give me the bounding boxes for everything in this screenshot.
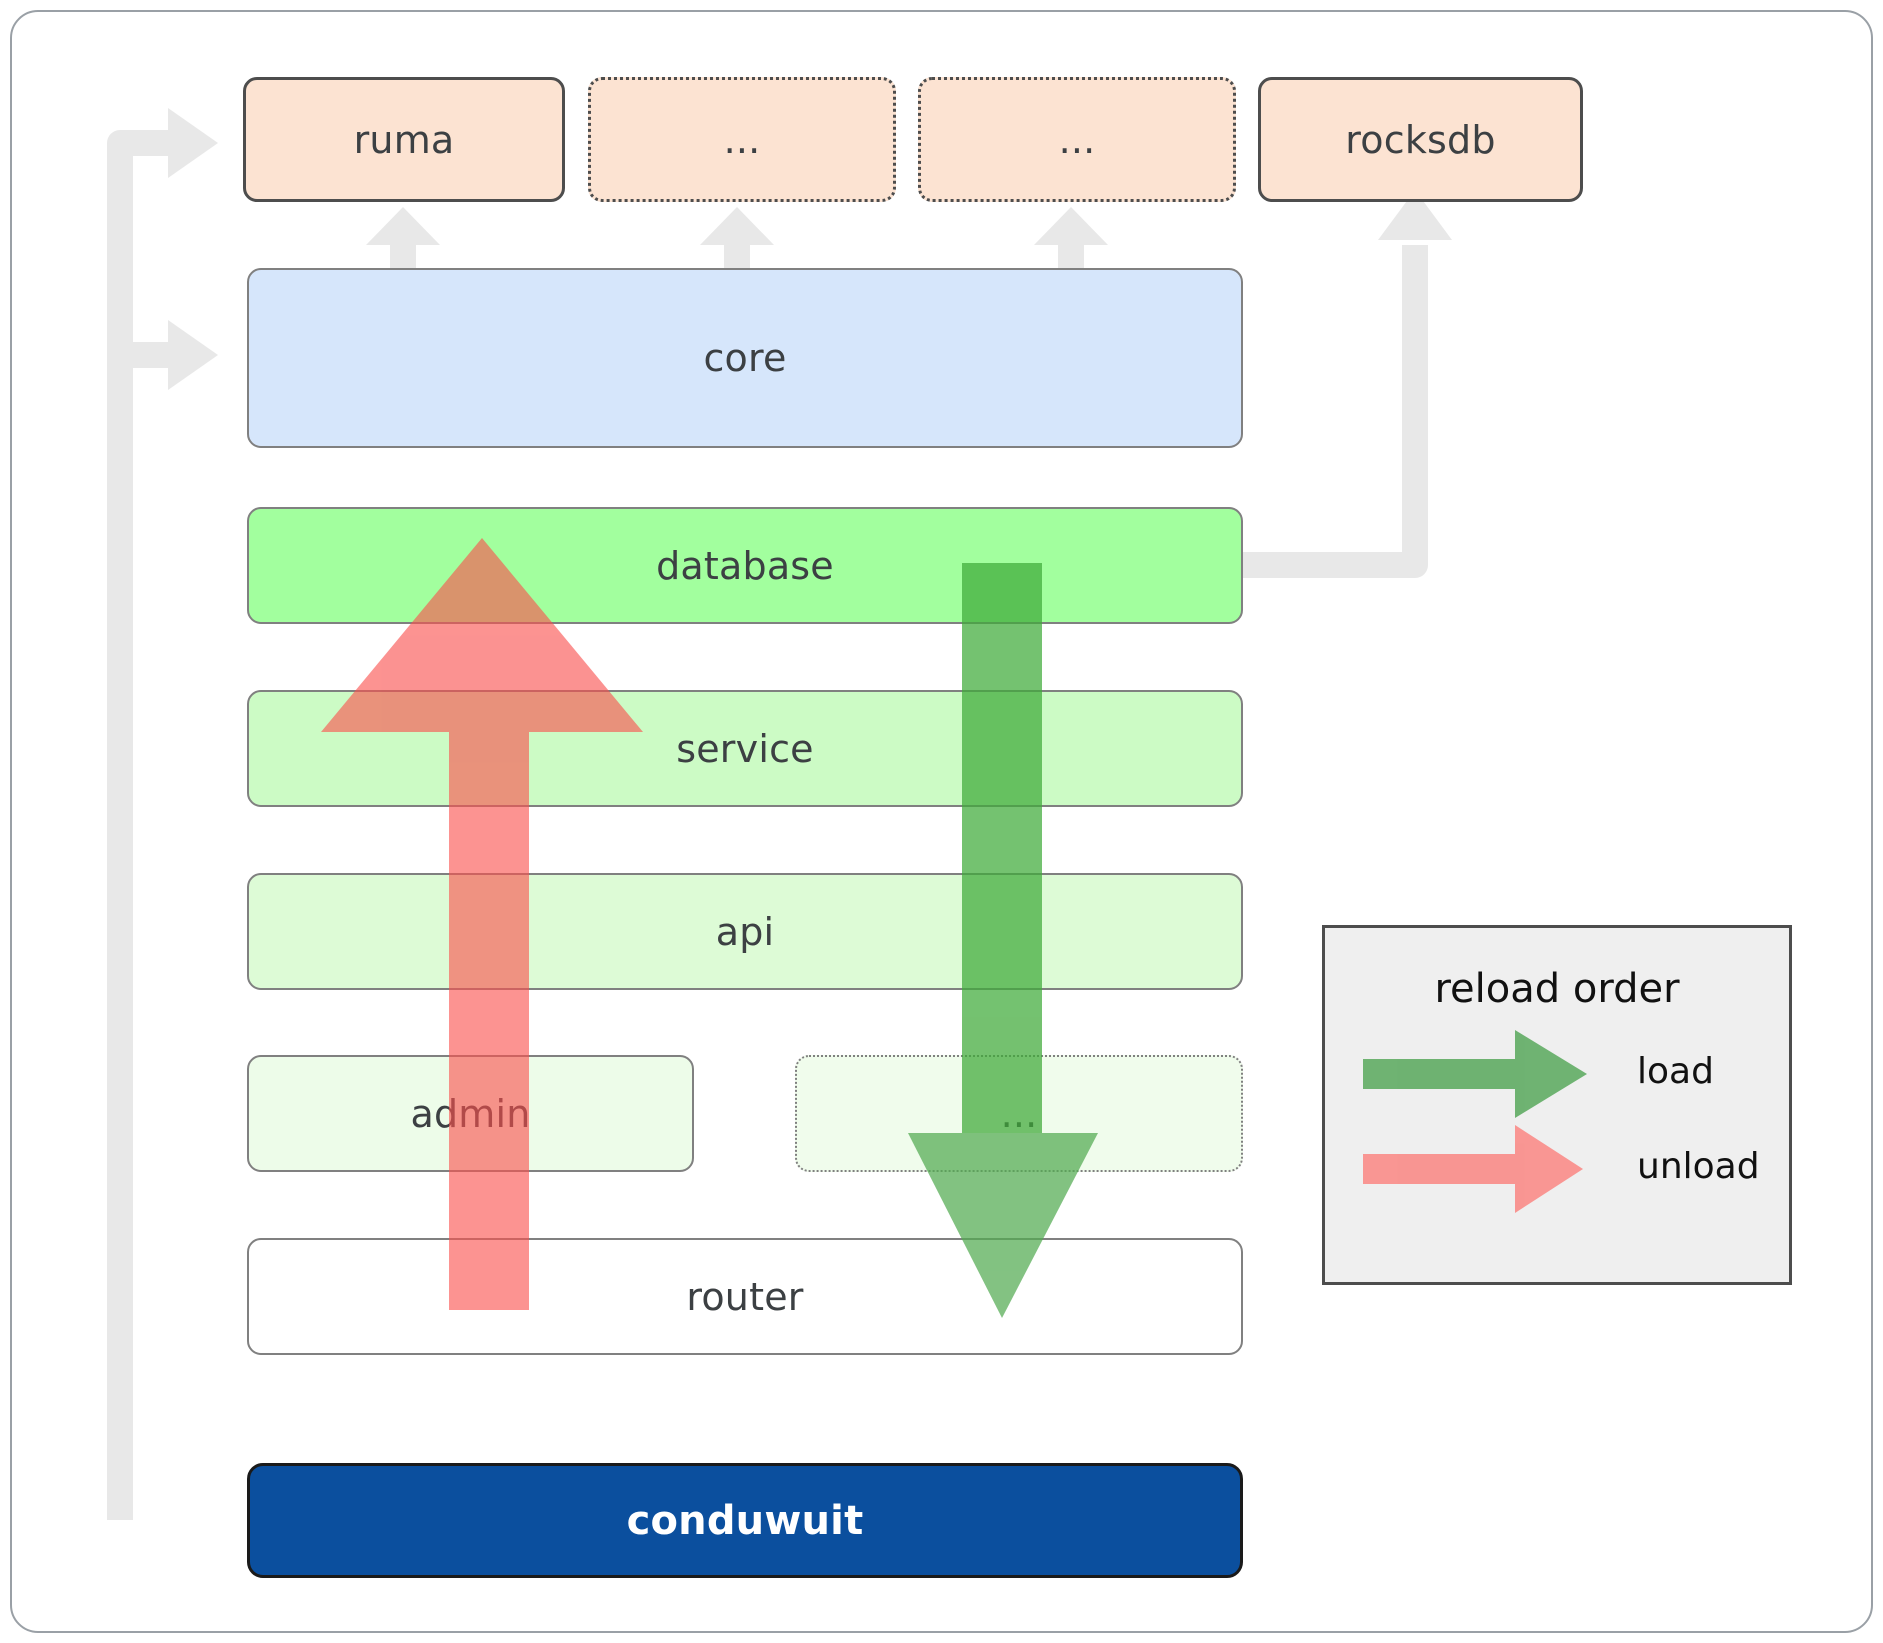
dependency-box-ellipsis-1[interactable]: ... [588, 77, 896, 202]
binary-label: conduwuit [626, 1497, 864, 1544]
layer-box-service[interactable]: service [247, 690, 1243, 807]
unload-arrow-icon [1363, 1125, 1583, 1213]
layer-label: admin [410, 1091, 531, 1136]
dependency-label: ... [1058, 117, 1096, 162]
legend-label-load: load [1637, 1051, 1714, 1092]
legend-label-unload: unload [1637, 1146, 1760, 1187]
dependency-box-ruma[interactable]: ruma [243, 77, 565, 202]
legend-arrow-icons [1363, 1030, 1587, 1213]
layer-label: router [686, 1274, 804, 1319]
layer-box-admin[interactable]: admin [247, 1055, 694, 1172]
binary-box-conduwuit[interactable]: conduwuit [247, 1463, 1243, 1578]
layer-label: database [656, 543, 834, 588]
layer-box-core[interactable]: core [247, 268, 1243, 448]
load-arrow-icon [1363, 1030, 1587, 1118]
dependency-label: ruma [353, 117, 455, 162]
layer-box-router[interactable]: router [247, 1238, 1243, 1355]
dependency-label: ... [723, 117, 761, 162]
layer-label: ... [1000, 1091, 1038, 1136]
layer-box-database[interactable]: database [247, 507, 1243, 624]
dependency-box-rocksdb[interactable]: rocksdb [1258, 77, 1583, 202]
legend-title: reload order [1434, 966, 1680, 1012]
layer-label: service [676, 726, 814, 771]
dependency-label: rocksdb [1345, 117, 1496, 162]
layer-label: core [703, 336, 787, 380]
layer-box-admin-ellipsis[interactable]: ... [795, 1055, 1243, 1172]
dependency-box-ellipsis-2[interactable]: ... [918, 77, 1236, 202]
layer-box-api[interactable]: api [247, 873, 1243, 990]
legend-panel: reload order load unload [1322, 925, 1792, 1285]
layer-label: api [715, 909, 775, 954]
diagram-frame [10, 10, 1873, 1633]
